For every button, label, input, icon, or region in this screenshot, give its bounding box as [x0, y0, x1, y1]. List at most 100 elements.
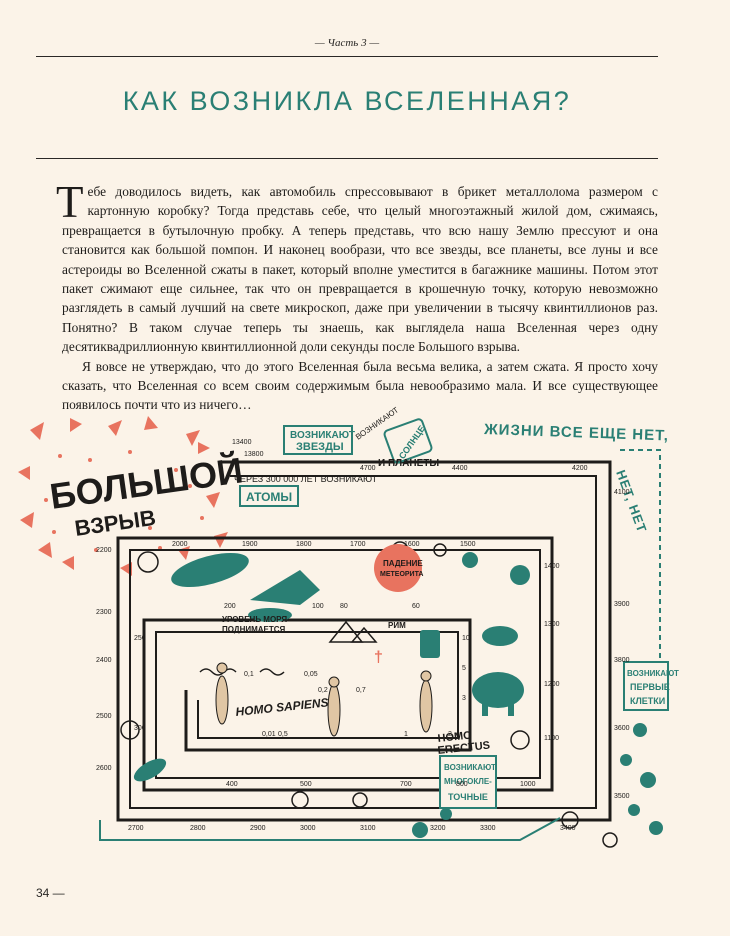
drop-cap: Т [56, 177, 84, 227]
tick-1200: 1200 [544, 681, 560, 688]
header-rule [36, 56, 658, 57]
page-number: 34 — [36, 886, 65, 900]
tick-2300: 2300 [96, 609, 112, 616]
tick-2200: 2200 [96, 547, 112, 554]
tick-4100: 4100 [614, 489, 630, 496]
multicell-label-2: МНОГОКЛЕ- [444, 777, 492, 786]
sun-box: СОЛНЦЕ [383, 418, 433, 464]
multicell-path [99, 817, 561, 841]
tick-3600: 3600 [614, 725, 630, 732]
tick-1000: 1000 [520, 781, 536, 788]
rome-label: РИМ [388, 621, 406, 630]
tick-1100: 1100 [544, 735, 559, 742]
tick-10: 10 [462, 635, 470, 642]
tick-1300: 1300 [544, 621, 560, 628]
paragraph-2: Я вовсе не утверждаю, что до этого Вселе… [62, 358, 658, 413]
tick-500: 500 [300, 781, 312, 788]
timeline-path [116, 460, 612, 822]
tick-2700: 2700 [128, 825, 144, 832]
tick-1500: 1500 [460, 541, 476, 548]
tick-1: 1 [404, 731, 408, 738]
tick-300: 300 [134, 725, 146, 732]
sun-arrive-label: ВОЗНИКАЮТ [354, 405, 400, 441]
first-cells-label-3: КЛЕТКИ [630, 696, 665, 706]
stars-label-1: ВОЗНИКАЮТ [290, 430, 355, 441]
human-figures [215, 662, 433, 737]
part-label: — Часть 3 — [314, 37, 380, 49]
tick-5: 5 [462, 665, 466, 672]
tick-2800: 2800 [190, 825, 206, 832]
multicell-label-3: ТОЧНЫЕ [448, 792, 488, 802]
tick-3: 3 [462, 695, 466, 702]
big-bang-title: БОЛЬШОЙ ВЗРЫВ [47, 448, 245, 541]
tick-1400: 1400 [544, 563, 560, 570]
sea-level-label-2: ПОДНИМАЕТСЯ [222, 625, 286, 634]
tick-0-7: 0,7 [356, 687, 366, 694]
tick-250: 250 [134, 635, 146, 642]
fossil-illustrations [133, 552, 663, 838]
tick-60: 60 [412, 603, 420, 610]
tick-1700: 1700 [350, 541, 366, 548]
chapter-title: КАК ВОЗНИКЛА ВСЕЛЕННАЯ? [122, 86, 572, 116]
tick-2500: 2500 [96, 713, 112, 720]
multicell-label-1: ВОЗНИКАЮТ [444, 763, 496, 772]
no-life-label-1: ЖИЗНИ ВСЕ ЕЩЕ НЕТ, [483, 421, 669, 444]
tick-100: 100 [312, 603, 324, 610]
tick-13400: 13400 [232, 439, 252, 446]
fossil-outlines [120, 541, 618, 848]
meteorite-label-2: МЕТЕОРИТА [380, 571, 423, 578]
tick-2900: 2900 [250, 825, 266, 832]
paragraph-1-text: ебе доводилось видеть, как автомобиль сп… [62, 184, 658, 355]
tick-1900: 1900 [242, 541, 258, 548]
tick-4400: 4400 [452, 465, 468, 472]
homo-sapiens-label: HOMO SAPIENS [235, 695, 329, 719]
homo-erectus-label-1: HOMO [437, 729, 473, 745]
tick-80: 80 [340, 603, 348, 610]
tick-3000: 3000 [300, 825, 316, 832]
tick-2000: 2000 [172, 541, 188, 548]
homo-erectus-label-2: ERECTUS [437, 740, 491, 757]
timeline-illustration: БОЛЬШОЙ ВЗРЫВ ВОЗНИКАЮТ ЗВЕЗДЫ ВОЗНИКАЮТ… [18, 405, 679, 848]
tick-3900: 3900 [614, 601, 630, 608]
tick-3300: 3300 [480, 825, 496, 832]
stars-label-2: ЗВЕЗДЫ [296, 441, 344, 453]
tick-0-2: 0,2 [318, 687, 328, 694]
tick-200: 200 [224, 603, 236, 610]
stars-box: ВОЗНИКАЮТ ЗВЕЗДЫ [283, 425, 355, 455]
tick-1600: 1600 [404, 541, 420, 548]
atoms-box: АТОМЫ [239, 485, 299, 507]
meteorite-label-1: ПАДЕНИЕ [383, 559, 423, 568]
meteorite-badge: ПАДЕНИЕ МЕТЕОРИТА [374, 544, 423, 592]
tick-2400: 2400 [96, 657, 112, 664]
title-rule [36, 158, 658, 159]
tick-3400: 3400 [560, 825, 576, 832]
tick-0-1: 0,1 [244, 671, 254, 678]
big-bang-burst [18, 416, 228, 576]
planets-label: И ПЛАНЕТЫ [378, 458, 439, 469]
tick-3500: 3500 [614, 793, 630, 800]
tick-4700: 4700 [360, 465, 376, 472]
tick-labels: 13800 13400 4700 4400 4200 4100 3900 380… [96, 439, 630, 832]
multicell-box: ВОЗНИКАЮТ МНОГОКЛЕ- ТОЧНЫЕ [439, 755, 497, 809]
tick-400: 400 [226, 781, 238, 788]
tick-0-01: 0,01 [262, 731, 276, 738]
tick-0-05: 0,05 [304, 671, 318, 678]
tick-800: 800 [456, 781, 468, 788]
atoms-prefix-label: ЧЕРЕЗ 300 000 ЛЕТ ВОЗНИКАЮТ [234, 474, 378, 484]
atoms-label: АТОМЫ [246, 490, 292, 504]
first-cells-label-2: ПЕРВЫЕ [630, 682, 670, 692]
tick-3800: 3800 [614, 657, 630, 664]
cross-icon: † [374, 649, 383, 666]
tick-13800: 13800 [244, 451, 264, 458]
tick-3200: 3200 [430, 825, 446, 832]
tick-1800: 1800 [296, 541, 312, 548]
first-cells-label-1: ВОЗНИКАЮТ [627, 669, 679, 678]
no-life-label-2: НЕТ, НЕТ [613, 468, 650, 535]
tick-2: 2 [448, 731, 452, 738]
sea-level-label-1: УРОВЕНЬ МОРЯ [222, 615, 287, 624]
tick-700: 700 [400, 781, 412, 788]
no-life-arrow-path [620, 449, 661, 668]
tick-2600: 2600 [96, 765, 112, 772]
